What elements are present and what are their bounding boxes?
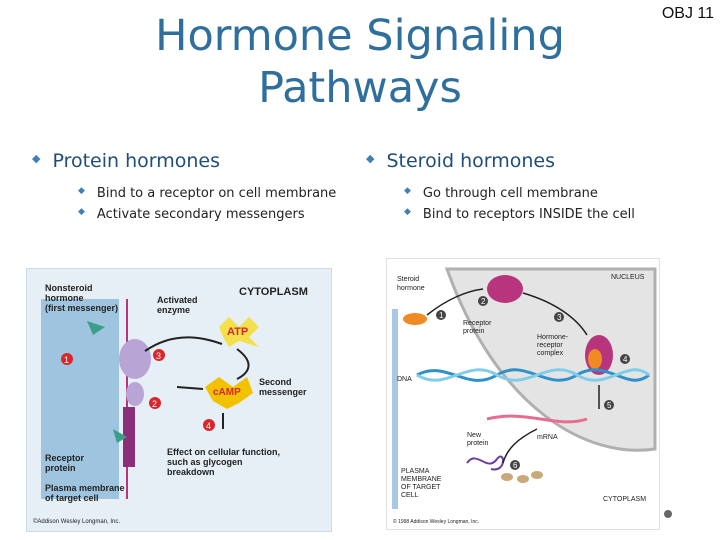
receptor-protein-label: Receptor [45, 453, 85, 463]
sub-bullet-text: Bind to receptors INSIDE the cell [422, 207, 635, 222]
bullet-icon: ◆ [404, 206, 411, 217]
slide-indicator [664, 510, 672, 518]
svg-text:complex: complex [537, 350, 564, 357]
svg-text:MEMBRANE: MEMBRANE [401, 476, 442, 483]
svg-text:OF TARGET: OF TARGET [401, 484, 441, 491]
svg-text:messenger: messenger [259, 387, 307, 397]
cytoplasm-label: CYTOPLASM [239, 286, 308, 298]
title-line-2: Pathways [258, 63, 462, 113]
cytoplasm-label: CYTOPLASM [603, 496, 646, 503]
protein-hormone-diagram: ATP cAMP 1 2 3 4 Nonsteroid hormone (fir… [27, 269, 331, 531]
steroid-hormone-diagram: 1 2 3 4 5 6 Steroid hormone NUCLEUS Rece… [387, 259, 659, 529]
nonsteroid-label: Nonsteroid [45, 283, 93, 293]
step-2-marker [149, 397, 161, 409]
new-protein-label: New [467, 432, 482, 439]
svg-text:4: 4 [206, 421, 211, 431]
nucleus-shape [444, 267, 657, 452]
right-column: ◆ Steroid hormones ◆ Go through cell mem… [366, 150, 706, 228]
sub-bullet: ◆ Go through cell membrane [404, 185, 706, 202]
step-3-marker [554, 312, 564, 322]
svg-text:of target cell: of target cell [45, 493, 99, 503]
camp-burst [205, 377, 253, 409]
membrane-band [41, 299, 119, 499]
svg-text:2: 2 [152, 399, 157, 409]
svg-text:receptor: receptor [537, 342, 563, 349]
new-protein-shape [466, 455, 504, 471]
effect-label: Effect on cellular function, [167, 447, 280, 457]
svg-text:CELL: CELL [401, 492, 419, 499]
protein-hormone-figure: ATP cAMP 1 2 3 4 Nonsteroid hormone (fir… [26, 268, 332, 532]
objective-label: OBJ 11 [661, 5, 714, 22]
complex-label: Hormone- [537, 334, 569, 341]
steroid-hormone-shape [403, 313, 427, 325]
figure2-credit: © 1998 Addison Wesley Longman, Inc. [393, 518, 479, 525]
svg-text:3: 3 [557, 313, 562, 322]
svg-text:protein: protein [45, 463, 76, 473]
mrna-label: mRNA [537, 434, 558, 441]
svg-text:protein: protein [467, 440, 489, 447]
svg-text:enzyme: enzyme [157, 305, 190, 315]
left-column: ◆ Protein hormones ◆ Bind to a receptor … [32, 150, 362, 228]
svg-text:(first messenger): (first messenger) [45, 303, 118, 313]
step-2-marker [478, 296, 488, 306]
atp-burst [219, 317, 259, 347]
bullet-text: Protein hormones [52, 150, 221, 172]
second-messenger-label: Second [259, 377, 292, 387]
receptor-protein-shape [487, 275, 523, 303]
bullet-icon: ◆ [78, 185, 85, 196]
svg-text:3: 3 [156, 351, 161, 361]
svg-text:6: 6 [513, 461, 518, 470]
title-line-1: Hormone Signaling [155, 11, 565, 61]
sub-bullet-text: Bind to a receptor on cell membrane [96, 186, 337, 201]
steroid-hormone-figure: 1 2 3 4 5 6 Steroid hormone NUCLEUS Rece… [386, 258, 660, 530]
svg-text:5: 5 [607, 401, 612, 410]
sub-bullet: ◆ Bind to receptors INSIDE the cell [404, 206, 706, 223]
plasma-membrane-label: Plasma membrane [45, 483, 125, 493]
step-1-marker [436, 310, 446, 320]
svg-text:1: 1 [64, 355, 69, 365]
atp-label: ATP [227, 326, 248, 338]
svg-text:4: 4 [623, 355, 628, 364]
step-6-marker [510, 460, 520, 470]
nucleus-label: NUCLEUS [611, 274, 645, 281]
sub-bullet: ◆ Bind to a receptor on cell membrane [78, 185, 362, 202]
receptor-protein-shape [123, 407, 135, 467]
bullet-icon: ◆ [78, 206, 85, 217]
svg-text:breakdown: breakdown [167, 467, 215, 477]
receptor-protein-label: Receptor [463, 320, 492, 327]
bullet-icon: ◆ [366, 151, 375, 165]
activated-enzyme-label: Activated [157, 295, 198, 305]
sub-bullet-text: Go through cell membrane [422, 186, 598, 201]
nonsteroid-hormone-shape [87, 321, 105, 335]
svg-text:2: 2 [481, 297, 486, 306]
mrna-shape [486, 414, 588, 424]
dna-strand-2 [416, 368, 650, 382]
svg-text:such as glycogen: such as glycogen [167, 457, 243, 467]
bullet-protein-hormones: ◆ Protein hormones [32, 150, 362, 172]
bullet-icon: ◆ [32, 151, 41, 165]
svg-text:hormone: hormone [45, 293, 84, 303]
step-1-marker [61, 353, 73, 365]
bullet-steroid-hormones: ◆ Steroid hormones [366, 150, 706, 172]
step-4-marker [620, 354, 630, 364]
step-5-marker [604, 400, 614, 410]
receptor-blob [119, 339, 151, 379]
svg-text:protein: protein [463, 328, 485, 335]
svg-text:1: 1 [439, 311, 444, 320]
bullet-icon: ◆ [404, 185, 411, 196]
slide-title: Hormone Signaling Pathways [120, 10, 600, 114]
svg-text:hormone: hormone [397, 285, 425, 292]
figure1-credit: ©Addison Wesley Longman, Inc. [33, 518, 120, 525]
plasma-membrane-label: PLASMA [401, 468, 430, 475]
camp-label: cAMP [213, 387, 241, 398]
steroid-hormone-label: Steroid [397, 276, 419, 283]
sub-bullet: ◆ Activate secondary messengers [78, 206, 362, 223]
step-3-marker [153, 349, 165, 361]
bullet-text: Steroid hormones [386, 150, 555, 172]
step-4-marker [203, 419, 215, 431]
dna-label: DNA [397, 376, 412, 383]
sub-bullet-text: Activate secondary messengers [96, 207, 305, 222]
